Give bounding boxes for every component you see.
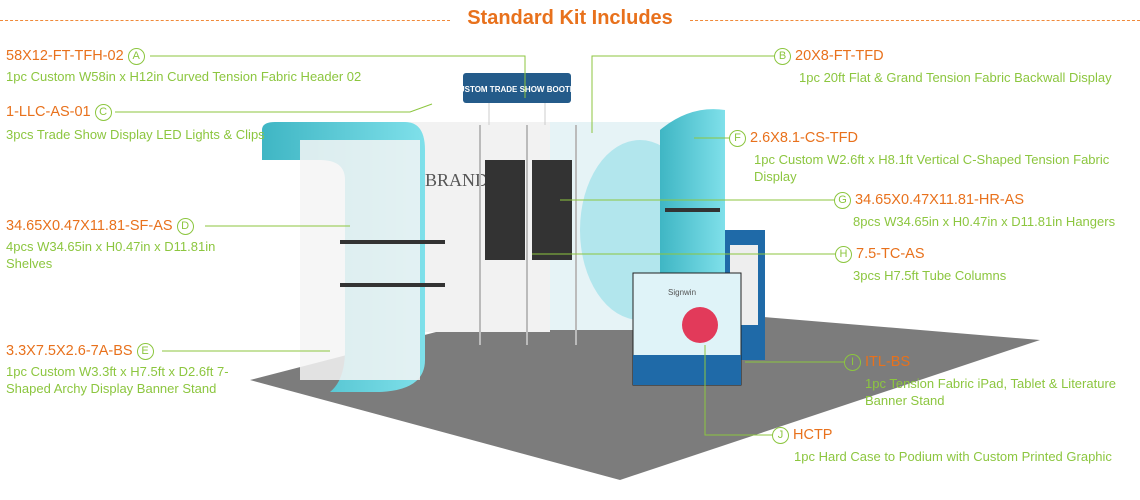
item-letter-badge: D: [176, 218, 194, 235]
leader-j: [704, 345, 773, 436]
item-letter-badge: J: [772, 427, 789, 444]
section-title: Standard Kit Includes: [0, 7, 1140, 30]
item-desc: 4pcs W34.65in x H0.47in x D11.81in Shelv…: [6, 239, 216, 271]
item-code: 7.5-TC-AS: [856, 246, 925, 262]
podium-brand: Signwin: [668, 288, 696, 297]
item-code: 34.65X0.47X11.81-SF-AS: [6, 218, 173, 234]
item-desc: 1pc 20ft Flat & Grand Tension Fabric Bac…: [799, 70, 1112, 85]
item-letter-badge: G: [834, 192, 851, 209]
leader-c: [115, 103, 433, 113]
item-desc: 8pcs W34.65in x H0.47in x D11.81in Hange…: [853, 214, 1116, 229]
item-letter-badge: I: [844, 354, 861, 371]
divider-right: [690, 20, 1140, 21]
item-code: 58X12-FT-TFH-02: [6, 48, 124, 64]
item-code: 1-LLC-AS-01: [6, 104, 91, 120]
item-letter-badge: F: [729, 130, 746, 147]
section-header: Standard Kit Includes: [0, 4, 1140, 32]
leader-b: [591, 55, 775, 133]
item-code: ITL-BS: [865, 354, 911, 370]
item-letter-badge: A: [127, 48, 145, 65]
divider-left: [0, 20, 450, 21]
item-desc: 3pcs Trade Show Display LED Lights & Cli…: [6, 127, 265, 142]
item-letter-badge: C: [94, 104, 112, 121]
item-letter-badge: H: [835, 246, 852, 263]
item-code: 2.6X8.1-CS-TFD: [750, 130, 858, 146]
item-letter-badge: E: [136, 343, 154, 360]
item-letter-badge: B: [774, 48, 791, 65]
brand-word: BRAND: [425, 170, 488, 190]
hangers-left: [485, 160, 525, 260]
leader-a: [150, 55, 526, 98]
item-desc: 1pc Tension Fabric iPad, Tablet & Litera…: [865, 376, 1116, 408]
item-code: HCTP: [793, 427, 833, 443]
item-desc: 3pcs H7.5ft Tube Columns: [853, 268, 1007, 283]
item-desc: 1pc Custom W3.3ft x H7.5ft x D2.6ft 7-Sh…: [6, 364, 229, 396]
item-code: 34.65X0.47X11.81-HR-AS: [855, 192, 1025, 208]
header-sign: [463, 73, 571, 103]
item-desc: 1pc Custom W2.6ft x H8.1ft Vertical C-Sh…: [754, 152, 1110, 184]
item-code: 20X8-FT-TFD: [795, 48, 884, 64]
floor: [250, 300, 1040, 480]
hangers-right: [532, 160, 572, 260]
item-desc: 1pc Custom W58in x H12in Curved Tension …: [6, 69, 362, 84]
item-desc: 1pc Hard Case to Podium with Custom Prin…: [794, 449, 1112, 464]
header-sign-text: CUSTOM TRADE SHOW BOOTHS: [453, 85, 582, 94]
item-code: 3.3X7.5X2.6-7A-BS: [6, 343, 133, 359]
